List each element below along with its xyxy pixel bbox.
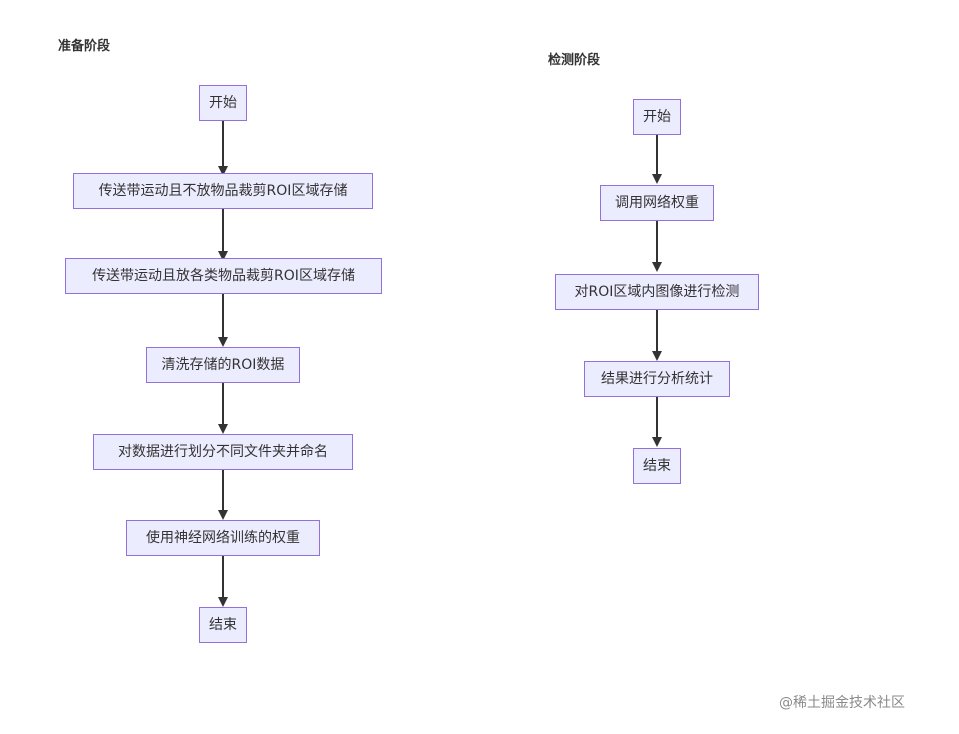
detect-node-detect-roi: 对ROI区域内图像进行检测 bbox=[555, 274, 759, 310]
detect-node-end: 结束 bbox=[633, 448, 681, 484]
prepare-stage-title: 准备阶段 bbox=[58, 39, 111, 54]
prepare-node-train-weights: 使用神经网络训练的权重 bbox=[126, 520, 320, 556]
prepare-node-clean-data: 清洗存储的ROI数据 bbox=[146, 347, 300, 383]
prepare-node-end: 结束 bbox=[199, 607, 247, 643]
detect-node-load-weights: 调用网络权重 bbox=[600, 185, 714, 221]
prepare-node-crop-empty: 传送带运动且不放物品裁剪ROI区域存储 bbox=[73, 173, 373, 209]
prepare-node-start: 开始 bbox=[199, 85, 247, 121]
detect-node-analyze: 结果进行分析统计 bbox=[584, 361, 730, 397]
watermark: @稀土掘金技术社区 bbox=[779, 695, 905, 711]
prepare-node-crop-items: 传送带运动且放各类物品裁剪ROI区域存储 bbox=[65, 258, 382, 294]
prepare-node-split-folders: 对数据进行划分不同文件夹并命名 bbox=[93, 434, 353, 470]
detect-stage-title: 检测阶段 bbox=[548, 53, 601, 68]
detect-node-start: 开始 bbox=[633, 99, 681, 135]
